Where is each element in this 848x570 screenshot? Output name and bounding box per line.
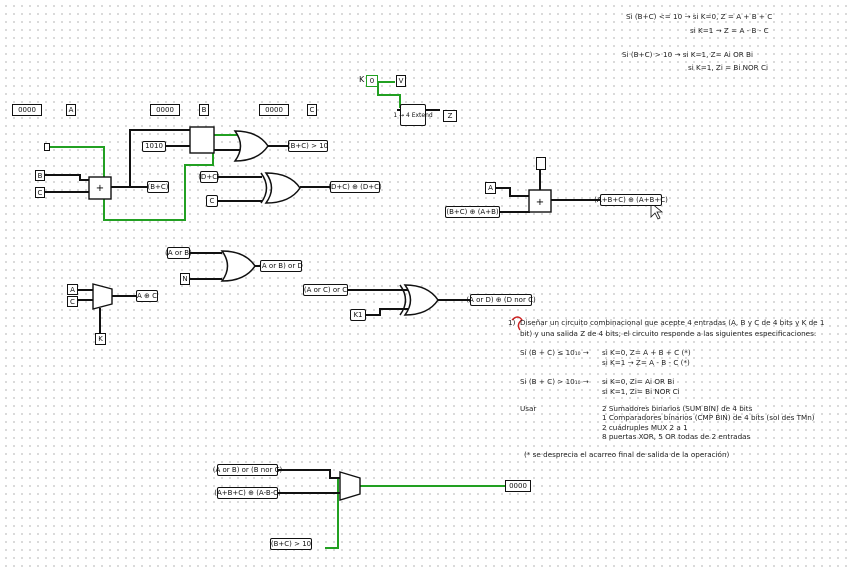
label-a: A bbox=[66, 104, 76, 116]
wire bbox=[45, 174, 90, 181]
output-z[interactable]: 0000 bbox=[505, 480, 531, 492]
wire bbox=[129, 129, 190, 187]
wire bbox=[377, 82, 401, 108]
input-c-small: C bbox=[35, 187, 45, 198]
xor-gate-1 bbox=[264, 172, 301, 204]
label-a-or-c: (A or C) or C bbox=[303, 284, 348, 296]
wire bbox=[278, 469, 340, 479]
wire bbox=[366, 308, 408, 316]
red-annotation-mark bbox=[511, 316, 523, 331]
label-bc-sum: (B+C) ⊕ (A+B) bbox=[445, 206, 500, 218]
wire bbox=[48, 146, 105, 178]
usar-4: 8 puertas XOR, 5 OR todas de 2 entradas bbox=[602, 432, 751, 441]
case1-b: si K=1 → Z= A - B - C (*) bbox=[602, 358, 690, 367]
label-c: C bbox=[307, 104, 317, 116]
input-k-mux: K bbox=[95, 333, 106, 345]
label-c-in: C bbox=[206, 195, 218, 207]
problem-line-2: bit) y una salida Z de 4 bits; el circui… bbox=[520, 329, 817, 338]
case2-a: si K=0, Zi= Ai OR Bi bbox=[602, 377, 675, 386]
label-a-cc: A ⊕ C bbox=[136, 290, 158, 302]
mux-2 bbox=[339, 471, 361, 501]
wire bbox=[496, 187, 530, 197]
footnote: (* se desprecia el acarreo final de sali… bbox=[524, 450, 730, 459]
input-a-bits[interactable]: 0000 bbox=[12, 104, 42, 116]
label-d: N bbox=[180, 273, 190, 285]
adder-2: + bbox=[528, 189, 552, 213]
label-bc-gt-10: (B+C) > 10 bbox=[288, 140, 328, 152]
mux-select: (B+C) > 10 bbox=[270, 538, 312, 550]
wire bbox=[103, 146, 214, 221]
constant-ten[interactable]: 1010 bbox=[142, 141, 166, 152]
mux-input-2: (A+B+C) ⊕ (A-B-C) bbox=[214, 487, 281, 499]
label-a-plus-bc: (A+B+C) ⊕ (A+B+C) bbox=[594, 194, 668, 206]
label-b-nor-c: (A or D) ⊕ (D nor C) bbox=[466, 294, 536, 306]
input-c-mux: C bbox=[67, 296, 78, 307]
or-gate-2 bbox=[220, 250, 256, 282]
input-b-bits[interactable]: 0000 bbox=[150, 104, 180, 116]
input-b-small: B bbox=[35, 170, 45, 181]
usar-label: Usar bbox=[520, 404, 537, 413]
top-note-4: si K=1, Zi = Bi NOR Ci bbox=[688, 63, 768, 72]
label-k-out: V bbox=[396, 75, 406, 87]
input-k[interactable]: 0 bbox=[366, 75, 378, 87]
input-a-small: A bbox=[485, 182, 496, 194]
wire bbox=[325, 477, 339, 549]
svg-text:+: + bbox=[536, 197, 544, 208]
label-b: B bbox=[199, 104, 209, 116]
cursor-icon bbox=[650, 202, 664, 220]
comparator bbox=[189, 126, 215, 154]
top-note-3: Si (B+C) > 10 → si K=1, Z= Ai OR Bi bbox=[622, 50, 753, 59]
input-c-bits[interactable]: 0000 bbox=[259, 104, 289, 116]
usar-1: 2 Sumadores binarios (SUM BIN) de 4 bits bbox=[602, 404, 753, 413]
case2-b: si K=1, Zi= Bi NOR Ci bbox=[602, 387, 680, 396]
xor-gate-2 bbox=[403, 284, 439, 316]
label-b-plus-c: (B+C) bbox=[147, 181, 169, 193]
input-pin-top[interactable] bbox=[536, 157, 546, 170]
problem-line-1: Diseñar un circuito combinacional que ac… bbox=[520, 318, 825, 327]
label-k1: K1 bbox=[350, 309, 366, 321]
case1-condition: Si (B + C) ≤ 10₁₀ → bbox=[520, 348, 589, 357]
mux-1 bbox=[92, 283, 113, 310]
top-note-2: si K=1 → Z = A - B - C bbox=[690, 26, 769, 35]
problem-number: 1) bbox=[508, 318, 516, 327]
mux-input-1: (A or B) or (B nor C) bbox=[213, 464, 282, 476]
input-a-mux: A bbox=[67, 284, 78, 295]
adder-1: + bbox=[88, 176, 112, 200]
usar-2: 1 Comparadores binarios (CMP BIN) de 4 b… bbox=[602, 413, 815, 422]
svg-text:+: + bbox=[96, 183, 104, 194]
bit-extender[interactable]: 1 → 4 Extend bbox=[393, 104, 433, 126]
label-a-or-c-or-b: (A or B) or D bbox=[259, 260, 303, 272]
label-k: K bbox=[359, 75, 365, 84]
label-k4: Z bbox=[443, 110, 457, 122]
usar-3: 2 cuádruples MUX 2 a 1 bbox=[602, 423, 688, 432]
case2-condition: Si (B + C) > 10₁₀ → bbox=[520, 377, 589, 386]
label-d-c: (D+C) bbox=[198, 171, 220, 183]
input-pin-green[interactable] bbox=[44, 143, 50, 151]
top-note-1: Si (B+C) <= 10 → si K=0, Z = A + B + C bbox=[626, 12, 773, 21]
case1-a: si K=0, Z= A + B + C (*) bbox=[602, 348, 691, 357]
label-a-or-b: (A or B) bbox=[165, 247, 192, 259]
or-gate-1 bbox=[233, 130, 269, 162]
label-d-xor: (D+C) ⊕ (D+C) bbox=[328, 181, 382, 193]
